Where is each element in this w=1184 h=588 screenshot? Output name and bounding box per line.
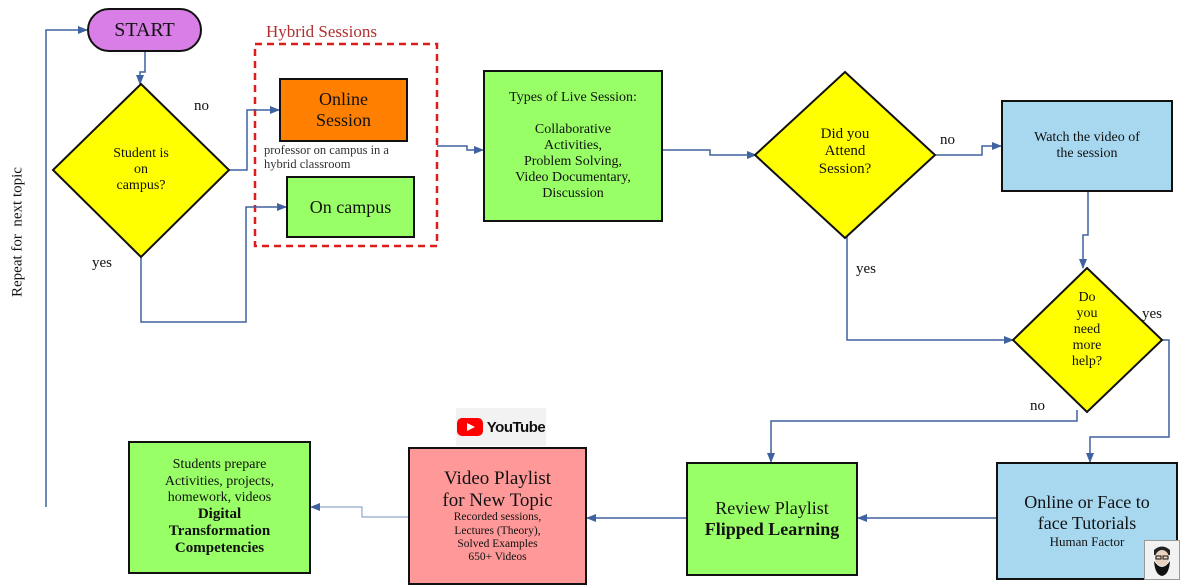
edge-yes-to-help — [846, 236, 1014, 344]
on-campus-q-line-1: Student is — [113, 146, 169, 161]
youtube-logo-icon — [456, 418, 483, 436]
decision-attend-label: Did you Attend Session? — [795, 126, 895, 178]
watch-video-line-2: the session — [1056, 146, 1118, 162]
online-session-box: Online Session — [279, 78, 408, 142]
help-q-line-1: Do — [1078, 290, 1096, 305]
avatar — [1144, 540, 1180, 580]
live-types-line-3: Collaborative — [534, 121, 612, 137]
edge-playlist-to-students — [310, 503, 408, 518]
help-q-line-4: more — [1072, 338, 1102, 354]
tutorials-line-2: face Tutorials — [1037, 513, 1137, 534]
video-playlist-box: Video Playlist for New Topic Recorded se… — [408, 447, 587, 585]
professor-note: professor on campus in a hybrid classroo… — [264, 143, 389, 172]
online-session-line-1: Online — [319, 89, 368, 110]
edge-start-to-question — [136, 52, 146, 85]
edge-label-no-watch: no — [940, 132, 955, 148]
hybrid-sessions-frame — [253, 42, 439, 248]
edge-label-yes-help: yes — [1142, 306, 1162, 322]
professor-note-line-1: professor on campus in a — [264, 143, 389, 157]
tutorials-subtitle: Human Factor — [1049, 533, 1125, 549]
decision-help-label: Do you need more help? — [1052, 290, 1122, 370]
edge-yes-to-tutorials — [1086, 339, 1170, 463]
help-q-line-3: need — [1073, 322, 1101, 338]
help-q-line-2: you — [1076, 306, 1098, 322]
edge-label-yes-oncampus: yes — [92, 255, 112, 271]
tutorials-line-1: Online or Face to — [1024, 492, 1150, 513]
edge-no-to-online — [229, 106, 280, 171]
playlist-sub-line-4: 650+ Videos — [468, 551, 527, 564]
decision-help-shape — [1011, 266, 1164, 414]
live-types-line-1: Types of Live Session: — [509, 89, 637, 105]
edge-label-no-online: no — [194, 98, 209, 114]
playlist-title-line-2: for New Topic — [442, 489, 553, 511]
decision-attend-shape — [753, 70, 937, 240]
attend-q-line-3: Session? — [818, 160, 872, 177]
edge-live-to-attend — [663, 149, 757, 159]
bearded-face-avatar-icon — [1145, 541, 1179, 579]
decision-on-campus-shape — [51, 82, 231, 259]
live-types-line-6: Video Documentary, — [515, 170, 631, 186]
start-terminal: START — [87, 8, 202, 52]
live-types-line-4: Activities, — [544, 137, 602, 153]
watch-video-line-1: Watch the video of — [1034, 130, 1140, 145]
edge-no-to-review — [767, 410, 1078, 463]
edge-repeat-to-start — [45, 26, 88, 507]
edge-yes-to-oncampus — [140, 203, 287, 323]
on-campus-box: On campus — [286, 176, 415, 238]
watch-video-box: Watch the video of the session — [1001, 100, 1173, 192]
flipped-learning-label: Flipped Learning — [704, 519, 840, 539]
students-line-1: Students prepare — [172, 457, 267, 473]
students-bold-line-2: Transformation — [168, 523, 271, 540]
live-types-line-5: Problem Solving, — [523, 154, 622, 169]
review-playlist-box: Review Playlist Flipped Learning — [686, 462, 858, 576]
on-campus-q-line-2: on — [134, 162, 148, 178]
students-bold-line-1: Digital — [197, 505, 242, 522]
students-prepare-box: Students prepare Activities, projects, h… — [128, 441, 311, 574]
edge-label-yes-attended: yes — [856, 261, 876, 277]
playlist-sub-line-1: Recorded sessions, — [453, 511, 542, 524]
students-line-3: homework, videos — [167, 489, 272, 505]
live-types-line-7: Discussion — [542, 186, 604, 202]
youtube-wordmark: YouTube — [486, 418, 546, 436]
youtube-logo: YouTube — [456, 408, 546, 446]
playlist-title-line-1: Video Playlist — [443, 467, 552, 489]
hybrid-sessions-title: Hybrid Sessions — [266, 22, 377, 41]
edge-hybrid-to-live — [437, 145, 484, 154]
playlist-sub-line-2: Lectures (Theory), — [454, 524, 541, 537]
edge-watch-to-help — [1079, 192, 1089, 269]
help-q-line-5: help? — [1071, 354, 1103, 370]
edge-label-no-help: no — [1030, 398, 1045, 414]
attend-q-line-2: Attend — [824, 143, 866, 160]
online-session-line-2: Session — [315, 110, 371, 130]
live-session-types-box: Types of Live Session: Collaborative Act… — [483, 70, 663, 222]
repeat-loop-text: Repeat for next topic — [9, 167, 26, 297]
professor-note-line-2: hybrid classroom — [264, 157, 351, 172]
on-campus-q-line-3: campus? — [116, 178, 166, 194]
edge-no-to-watch — [935, 142, 1002, 156]
playlist-sub-line-3: Solved Examples — [457, 537, 538, 550]
students-line-2: Activities, projects, — [164, 473, 275, 489]
start-label: START — [114, 18, 175, 41]
decision-on-campus-label: Student is on campus? — [91, 146, 191, 194]
on-campus-label: On campus — [309, 196, 392, 217]
review-playlist-title: Review Playlist — [715, 498, 829, 519]
students-bold-line-3: Competencies — [174, 540, 265, 557]
attend-q-line-1: Did you — [820, 126, 870, 142]
